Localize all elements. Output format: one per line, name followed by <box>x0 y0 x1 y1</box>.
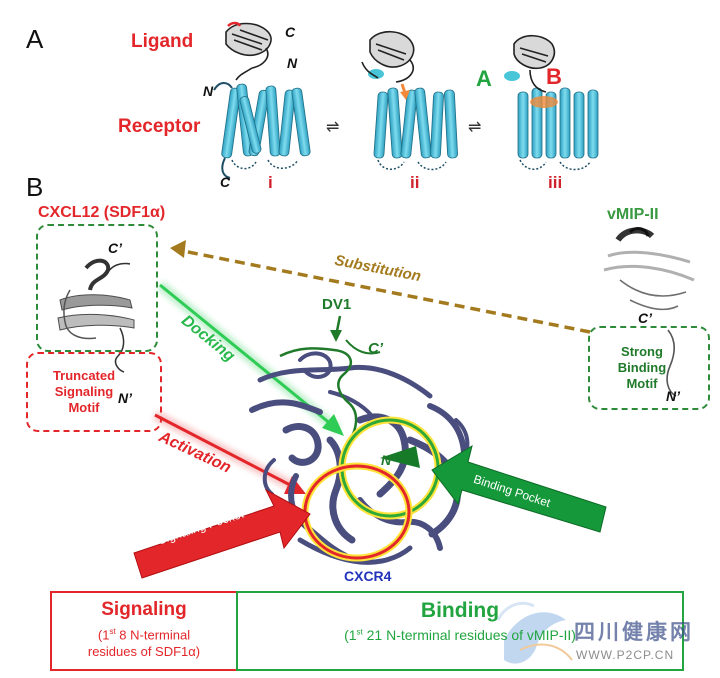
ligand-c-terminus: C <box>285 24 296 40</box>
cxcl12-n-prime: N’ <box>118 390 132 406</box>
ligand-i <box>225 21 272 81</box>
cxcl12-box <box>36 224 158 352</box>
vmip-c-prime: C’ <box>638 310 652 326</box>
stage-i: i <box>268 173 273 192</box>
watermark-logo <box>496 601 573 664</box>
cxcl12-title: CXCL12 (SDF1α) <box>38 204 166 221</box>
ligand-n-terminus: N <box>287 55 298 71</box>
receptor-state-iii <box>504 34 599 171</box>
site-b-label: B <box>546 64 562 89</box>
ligand-ii <box>361 30 415 83</box>
truncated-signaling-motif-box: Truncated Signaling Motif <box>26 352 162 432</box>
receptor-state-i <box>213 21 311 179</box>
binding-desc-sup: st <box>356 627 363 637</box>
vmip-structure <box>603 227 695 397</box>
binding-box: Binding (1st 21 N-terminal residues of v… <box>236 591 684 671</box>
receptor-c-terminus: C <box>220 174 231 190</box>
signaling-pocket-outline <box>303 464 411 560</box>
equilibrium-1: ⇌ <box>326 119 339 136</box>
dv1-c-prime: C’ <box>368 340 383 357</box>
panel-b-letter: B <box>26 172 44 202</box>
vmip-n-prime: N’ <box>666 388 680 404</box>
signaling-desc-part3: residues of SDF1α) <box>87 644 201 660</box>
binding-pocket-arrow <box>431 444 607 533</box>
watermark-url: WWW.P2CP.CN <box>576 648 675 662</box>
dv1-label: DV1 <box>322 296 352 313</box>
strong-binding-motif-label: Strong Binding Motif <box>617 344 667 391</box>
signaling-desc-part2: 8 N-terminal <box>115 627 191 643</box>
cxcl12-c-prime: C’ <box>108 240 122 256</box>
signaling-box: Signaling (1st 8 N-terminal residues of … <box>50 591 238 671</box>
signaling-title: Signaling <box>101 599 187 620</box>
dv1-n-prime: N’ <box>381 452 395 468</box>
equilibrium-2: ⇌ <box>468 119 481 136</box>
site-a-label: A <box>476 66 492 91</box>
dv1-peptide <box>279 315 420 468</box>
vmip-title: vMIP-II <box>607 206 659 223</box>
truncated-signaling-motif-label: Truncated Signaling Motif <box>52 368 116 415</box>
signaling-desc-part1: (1 <box>97 627 110 643</box>
ligand-iii <box>504 34 556 93</box>
receptor-n-terminus: N <box>203 83 214 99</box>
stage-iii: iii <box>548 173 563 192</box>
binding-title: Binding <box>420 599 500 622</box>
cxcr4-label: CXCR4 <box>344 568 392 584</box>
cxcl12-structure <box>57 258 135 373</box>
signaling-desc: (1st 8 N-terminal residues of SDF1α) <box>52 623 236 660</box>
receptor-label: Receptor <box>118 116 201 137</box>
ligand-label: Ligand <box>131 31 194 52</box>
substitution-arrow <box>177 248 591 334</box>
signaling-desc-sup: st <box>109 627 116 636</box>
binding-desc: (1st 21 N-terminal residues of vMIP-II) <box>238 627 682 643</box>
stage-ii: ii <box>410 173 420 192</box>
watermark-text: 四川健康网 <box>574 620 694 644</box>
binding-desc-part1: (1 <box>344 627 357 643</box>
receptor-state-ii <box>361 30 458 171</box>
signaling-pocket-arrow <box>133 488 311 579</box>
binding-desc-part2: 21 N-terminal residues of vMIP-II) <box>362 627 576 643</box>
strong-binding-motif-box: Strong Binding Motif <box>588 326 710 410</box>
panel-a-letter: A <box>26 24 44 54</box>
